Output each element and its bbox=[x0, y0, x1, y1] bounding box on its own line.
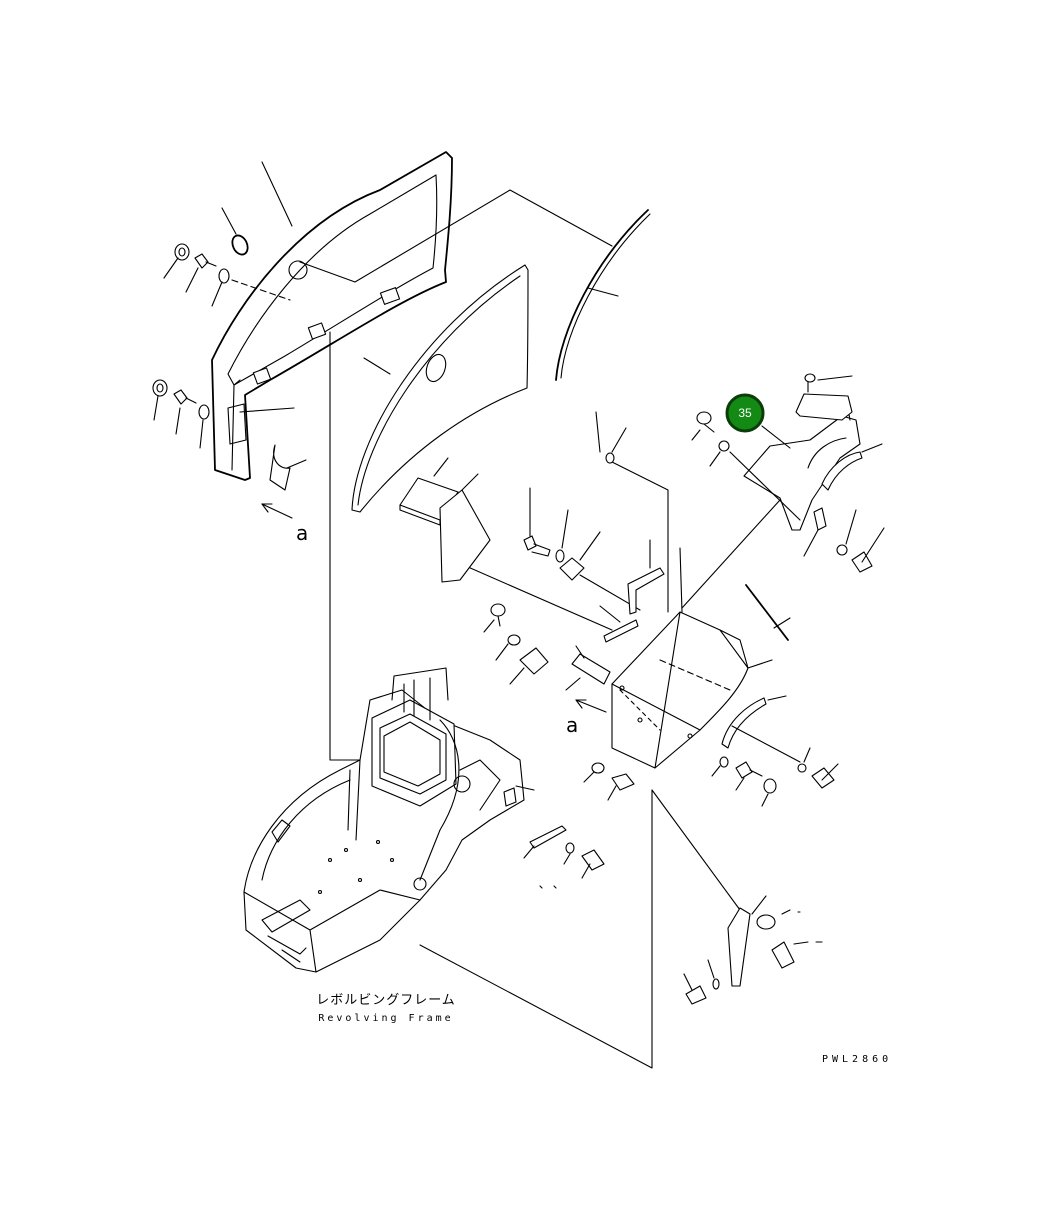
left-cover-panel bbox=[211, 151, 453, 491]
upper-right-bracket bbox=[743, 373, 883, 557]
curved-insulation-panel bbox=[351, 264, 529, 513]
lower-right-fasteners bbox=[711, 747, 839, 807]
frame-label: レボルビングフレーム Revolving Frame bbox=[316, 993, 456, 1024]
center-left-fasteners bbox=[483, 603, 611, 691]
view-marker-a-upper: a bbox=[296, 521, 308, 545]
center-fastener-row bbox=[523, 411, 665, 643]
view-arrow-a-upper: a bbox=[261, 503, 308, 545]
lower-link-assembly bbox=[651, 789, 823, 1005]
revolving-frame bbox=[243, 667, 535, 973]
frame-label-en: Revolving Frame bbox=[318, 1013, 453, 1024]
foam-pads bbox=[399, 457, 491, 583]
view-marker-a-lower: a bbox=[566, 713, 578, 737]
callout-35-number[interactable]: 35 bbox=[738, 406, 752, 420]
right-box-cover bbox=[611, 547, 773, 769]
view-arrow-a-lower: a bbox=[566, 699, 607, 737]
assembly-leader-lines bbox=[299, 189, 781, 1069]
bolt-set-upper-left bbox=[163, 243, 291, 307]
frame-plate-fasteners bbox=[523, 825, 605, 889]
upper-right-fasteners bbox=[691, 411, 885, 573]
callout-35[interactable]: 35 bbox=[725, 393, 791, 449]
lower-center-fasteners bbox=[583, 762, 635, 801]
callout-35-badge[interactable] bbox=[725, 393, 765, 433]
bolt-set-lower-left bbox=[152, 379, 307, 469]
drawing-code: PWL2860 bbox=[822, 1054, 892, 1065]
support-rod bbox=[745, 584, 791, 641]
curved-bracket-lower bbox=[721, 695, 801, 763]
rubber-seal-strip bbox=[555, 209, 651, 381]
frame-label-jp: レボルビングフレーム bbox=[316, 993, 456, 1008]
grommet-ring bbox=[221, 207, 249, 256]
